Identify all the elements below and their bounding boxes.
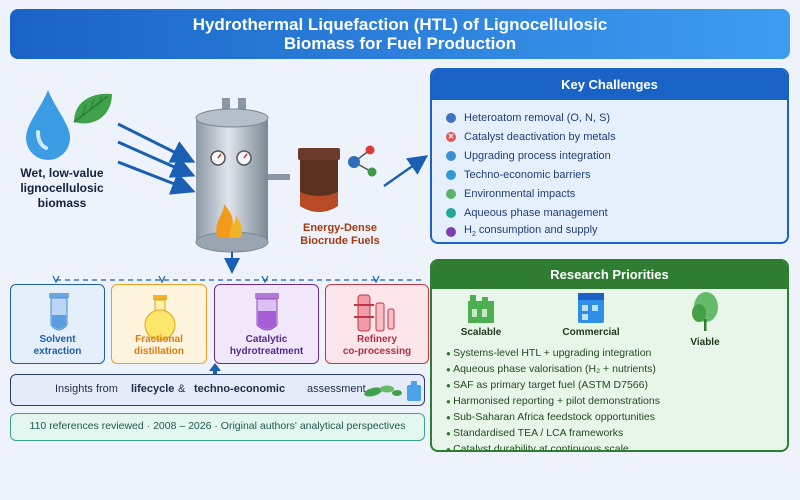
insights-ampersand: & — [178, 383, 186, 395]
commercial-building-icon — [578, 293, 604, 323]
challenge-label: Upgrading process integration — [464, 149, 611, 162]
distribution-arrows — [52, 252, 422, 284]
challenge-item: ✕ Catalyst deactivation by metals — [446, 127, 787, 146]
priority-item: Aqueous phase valorisation (H₂ + nutrien… — [446, 361, 660, 377]
h2-subscript: 2 — [471, 231, 476, 239]
priority-commercial-label: Commercial — [562, 327, 620, 338]
challenge-item: Aqueous phase management — [446, 203, 787, 222]
priority-item: SAF as primary target fuel (ASTM D7566) — [446, 377, 660, 393]
flask-icon — [144, 295, 176, 341]
priority-item: Catalyst durability at continuous scale — [446, 441, 660, 450]
test-tube-icon — [49, 293, 69, 331]
bullet-dot-icon — [446, 207, 456, 218]
method-label-line-2: distillation — [134, 346, 184, 357]
challenge-label: Techno-economic barriers — [464, 168, 591, 181]
research-priorities-title: Research Priorities — [432, 261, 787, 289]
catalyst-tube-icon — [255, 293, 279, 331]
leaves-and-tank-icon — [364, 381, 421, 401]
challenge-label: Catalyst deactivation by metals — [464, 130, 616, 143]
biocrude-label-line-1: Energy-Dense — [303, 222, 377, 234]
insights-lifecycle: lifecycle — [131, 383, 175, 395]
key-challenges-title: Key Challenges — [432, 70, 787, 100]
challenge-item: H2 consumption and supply — [446, 222, 787, 241]
challenge-label: Heteroatom removal (O, N, S) — [464, 111, 611, 124]
challenge-item: Environmental impacts — [446, 184, 787, 203]
challenge-item: Heteroatom removal (O, N, S) — [446, 108, 787, 127]
plant-scale-icon — [468, 295, 494, 323]
biocrude-label: Energy-Dense Biocrude Fuels — [290, 222, 390, 248]
research-priorities-panel: Research Priorities Scalable Commercial … — [430, 259, 789, 452]
feed-arrows — [117, 122, 196, 195]
challenge-label: Aqueous phase management — [464, 206, 608, 219]
molecule-icon — [348, 145, 377, 177]
method-label-line-1: Catalytic — [245, 334, 288, 345]
priority-item: Harmonised reporting + pilot demonstrati… — [446, 393, 660, 409]
challenges-arrow — [383, 155, 429, 188]
priority-item: Systems-level HTL + upgrading integratio… — [446, 345, 660, 361]
leaf-icon — [73, 93, 112, 124]
biomass-label: Wet, low-value lignocellulosic biomass — [12, 166, 112, 211]
method-label-line-1: Refinery — [356, 334, 397, 345]
x-circle-icon: ✕ — [446, 131, 456, 142]
biomass-icons — [26, 90, 112, 160]
insights-techno-economic: techno-economic — [194, 383, 286, 395]
insights-arrow-icon — [209, 363, 221, 376]
challenge-item: Upgrading process integration — [446, 146, 787, 165]
title-banner: Hydrothermal Liquefaction (HTL) of Ligno… — [10, 9, 790, 59]
challenge-item: Techno-economic barriers — [446, 165, 787, 184]
biocrude-icons — [298, 145, 377, 212]
priority-item: Sub-Saharan Africa feedstock opportuniti… — [446, 409, 660, 425]
biomass-label-line-2: lignocellulosic — [20, 181, 104, 195]
method-label-line-1: Fractional — [135, 334, 183, 345]
title-line-2: Biomass for Fuel Production — [283, 34, 517, 53]
research-priorities-list: Systems-level HTL + upgrading integratio… — [446, 345, 660, 450]
biocrude-vessel-icon — [298, 148, 340, 212]
insights-suffix: assessment — [307, 383, 366, 395]
refinery-column-icon — [354, 294, 395, 332]
method-label-line-1: Solvent — [39, 334, 76, 345]
water-drop-icon — [26, 90, 70, 160]
biomass-label-line-3: biomass — [37, 196, 87, 210]
method-label-line-2: extraction — [33, 346, 82, 357]
insights-bar: Insights from lifecycle & techno-economi… — [10, 374, 425, 406]
biocrude-label-line-2: Biocrude Fuels — [300, 235, 380, 247]
challenge-label: Environmental impacts — [464, 187, 576, 200]
bullet-dot-icon — [446, 150, 456, 161]
key-challenges-panel: Key Challenges Heteroatom removal (O, N,… — [430, 68, 789, 244]
challenge-label: H2 consumption and supply — [464, 224, 598, 238]
biomass-label-line-1: Wet, low-value — [20, 166, 104, 180]
key-challenges-list: Heteroatom removal (O, N, S) ✕ Catalyst d… — [432, 100, 787, 241]
method-label-line-2: hydrotreatment — [229, 346, 304, 357]
bullet-dot-icon — [446, 188, 456, 199]
insights-prefix: Insights from — [55, 383, 118, 395]
priority-item: Standardised TEA / LCA frameworks — [446, 425, 660, 441]
h2-symbol: H — [464, 224, 472, 237]
tree-icon — [692, 292, 718, 331]
method-label-line-2: co-processing — [342, 346, 412, 357]
title-line-1: Hydrothermal Liquefaction (HTL) of Ligno… — [192, 15, 608, 34]
bullet-dot-icon — [446, 112, 456, 123]
priority-viable-label: Viable — [690, 337, 720, 348]
bullet-dot-icon — [446, 226, 456, 237]
references-note: 110 references reviewed · 2008 – 2026 · … — [10, 413, 425, 441]
h2-label-text: consumption and supply — [478, 224, 598, 237]
priority-scalable-label: Scalable — [460, 327, 502, 338]
htl-reactor-icon — [195, 98, 290, 253]
bullet-dot-icon — [446, 169, 456, 180]
